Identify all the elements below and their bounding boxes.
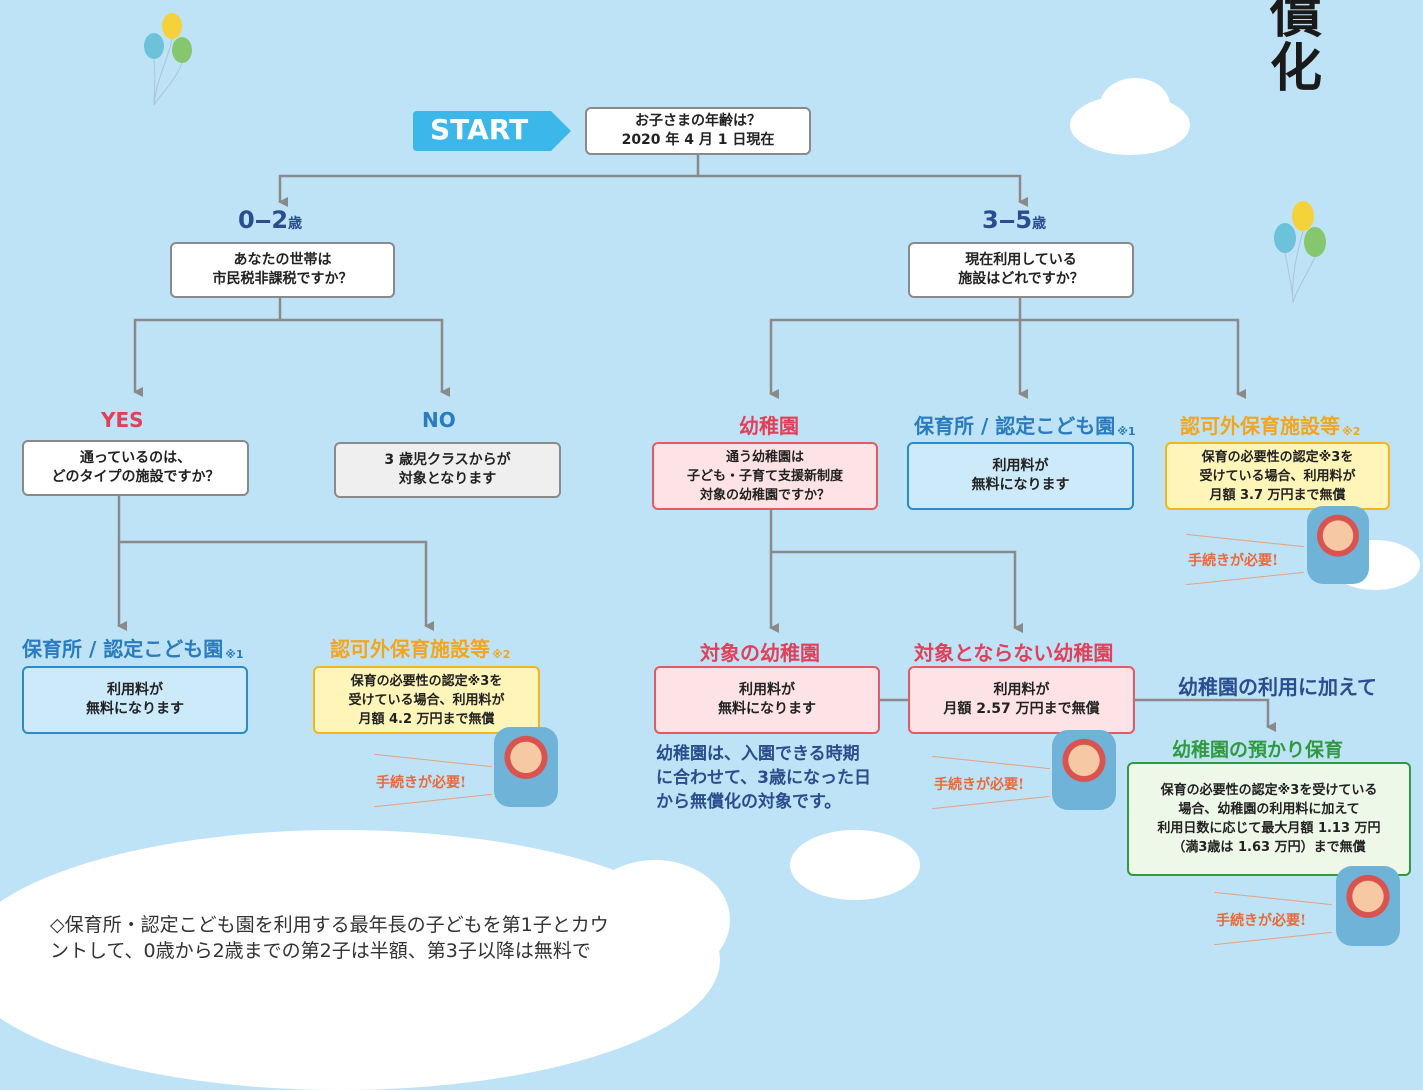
hoikusho-label-0-2: 保育所 / 認定こども園※1 <box>22 633 244 662</box>
result-ninkagai-3-5: 保育の必要性の認定※3を 受けている場合、利用料が 月額 3.7 万円まで無償 <box>1165 442 1390 510</box>
balloons-icon <box>1274 201 1326 304</box>
result-azukari-hoiku: 保育の必要性の認定※3を受けている 場合、幼稚園の利用料に加えて 利用日数に応じ… <box>1127 762 1411 876</box>
no-label: NO <box>422 408 456 432</box>
hoikusho-text: 保育所 / 認定こども園 <box>914 414 1116 438</box>
ninkagai-text: 認可外保育施設等 <box>1180 414 1340 438</box>
yes-label: YES <box>101 408 144 432</box>
ninkagai-label-0-2: 認可外保育施設等※2 <box>330 633 510 662</box>
question-age: お子さまの年齢は？ 2020 年 4 月 1 日現在 <box>585 107 811 155</box>
procedure-note: 手続きが必要! <box>376 775 467 791</box>
ninkagai-label-3-5: 認可外保育施設等※2 <box>1180 410 1360 439</box>
connector-lines <box>117 154 1276 732</box>
age-0-2-unit: 歳 <box>288 216 303 232</box>
hoikusho-label-3-5: 保育所 / 認定こども園※1 <box>914 410 1136 439</box>
result-age-3-class: 3 歳児クラスからが 対象となります <box>334 442 561 498</box>
result-covered-kindergarten: 利用料が 無料になります <box>654 666 880 734</box>
corner-title-2: 化 <box>1270 39 1323 99</box>
question-tax-exempt: あなたの世帯は 市民税非課税ですか？ <box>170 242 395 298</box>
result-not-covered-kindergarten: 利用料が 月額 2.57 万円まで無償 <box>908 666 1135 734</box>
ninkagai-text: 認可外保育施設等 <box>330 637 490 661</box>
covered-kindergarten-label: 対象の幼稚園 <box>700 641 820 665</box>
age-3-5-label: 3‒5歳 <box>982 206 1046 234</box>
cloud-decoration <box>790 830 920 900</box>
footer-text: ◇保育所・認定こども園を利用する最年長の子どもを第1子とカウ ントして、0歳から… <box>50 914 609 962</box>
start-label: START <box>430 113 529 146</box>
kindergarten-label: 幼稚園 <box>739 414 799 438</box>
addition-label: 幼稚園の利用に加えて <box>1178 675 1377 699</box>
corner-title-1: 償 <box>1270 0 1323 45</box>
result-ninkagai-0-2: 保育の必要性の認定※3を 受けている場合、利用料が 月額 4.2 万円まで無償 <box>313 666 540 734</box>
age-3-5-number: 3‒5 <box>982 206 1033 234</box>
note-1: ※1 <box>1117 425 1136 438</box>
not-covered-kindergarten-label: 対象とならない幼稚園 <box>914 641 1114 665</box>
age-0-2-number: 0‒2 <box>238 206 289 234</box>
question-facility-type: 通っているのは、 どのタイプの施設ですか？ <box>22 440 249 496</box>
note-2: ※2 <box>1342 425 1361 438</box>
procedure-note: 手続きが必要! <box>1216 913 1307 929</box>
child-photo <box>494 727 558 807</box>
age-0-2-label: 0‒2歳 <box>238 206 302 234</box>
balloons-icon <box>144 13 192 106</box>
age-3-5-unit: 歳 <box>1032 216 1047 232</box>
azukari-label: 幼稚園の預かり保育 <box>1172 739 1344 761</box>
note-2: ※2 <box>492 648 511 661</box>
question-current-facility: 現在利用している 施設はどれですか？ <box>908 242 1134 298</box>
cloud-decoration <box>1100 78 1170 133</box>
result-free-hoikusho-0-2: 利用料が 無料になります <box>22 666 248 734</box>
procedure-note: 手続きが必要! <box>934 777 1025 793</box>
child-photo <box>1307 506 1369 584</box>
enrollment-note: 幼稚園は、入園できる時期 に合わせて、3歳になった日 から無償化の対象です。 <box>656 744 871 812</box>
child-photo <box>1336 866 1400 946</box>
child-photo <box>1052 730 1116 810</box>
procedure-note: 手続きが必要! <box>1188 553 1279 569</box>
result-free-hoikusho-3-5: 利用料が 無料になります <box>907 442 1134 510</box>
note-1: ※1 <box>225 648 244 661</box>
hoikusho-text: 保育所 / 認定こども園 <box>22 637 224 661</box>
start-badge <box>413 111 571 151</box>
question-kindergarten-system: 通う幼稚園は 子ども・子育て支援新制度 対象の幼稚園ですか？ <box>652 442 878 510</box>
